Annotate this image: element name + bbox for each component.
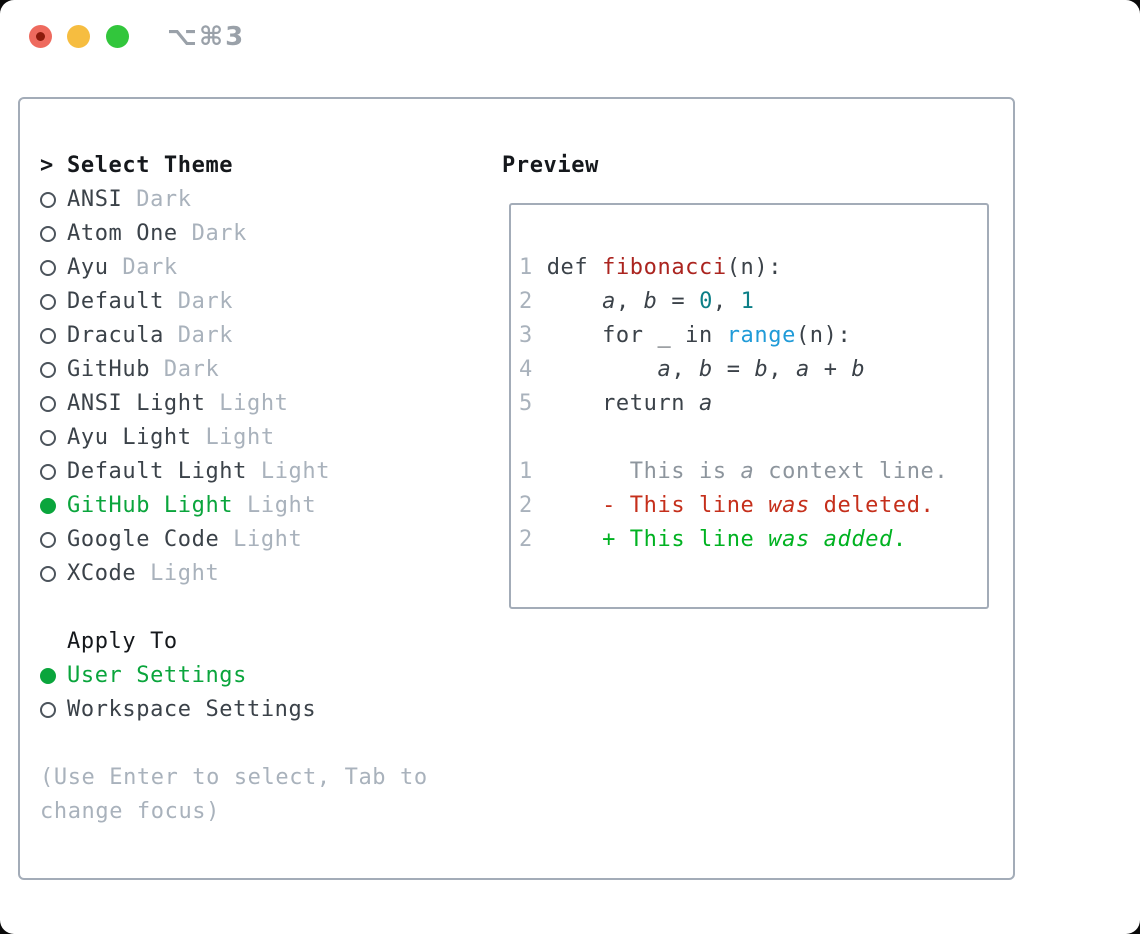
apply-to-title: Apply To: [67, 629, 178, 654]
theme-option-github[interactable]: GitHub Dark: [40, 353, 428, 387]
radio-unselected-icon: [40, 532, 67, 548]
theme-option-default[interactable]: Default Dark: [40, 285, 428, 319]
theme-name: Dracula: [67, 323, 164, 348]
radio-unselected-icon: [40, 328, 67, 344]
theme-variant-label: Light: [247, 459, 331, 484]
theme-variant-label: Light: [205, 391, 289, 416]
hint-line: (Use Enter to select, Tab to: [40, 765, 428, 790]
radio-unselected-icon: [40, 396, 67, 412]
radio-unselected-icon: [40, 464, 67, 480]
theme-name: Ayu: [67, 255, 109, 280]
theme-variant-label: Light: [233, 493, 317, 518]
theme-name: GitHub Light: [67, 493, 234, 518]
radio-unselected-icon: [40, 226, 67, 242]
spacer: [40, 591, 428, 625]
close-button[interactable]: [29, 25, 52, 48]
minimize-button[interactable]: [67, 25, 90, 48]
code-line: 3 for _ in range(n):: [519, 323, 852, 348]
line-number: 2: [519, 289, 547, 314]
preview-title: Preview: [502, 153, 599, 178]
line-number: 1: [519, 459, 547, 484]
theme-variant-label: Dark: [108, 255, 178, 280]
theme-option-ansi-light[interactable]: ANSI Light Light: [40, 387, 428, 421]
apply-option-workspace-settings[interactable]: Workspace Settings: [40, 693, 428, 727]
keyboard-shortcut-label: ⌥⌘3: [167, 22, 246, 52]
diff-context-line: 1 This is a context line.: [519, 459, 949, 484]
theme-name: GitHub: [67, 357, 151, 382]
diff-added-line: 2 + This line was added.: [519, 527, 907, 552]
apply-to-header: Apply To: [40, 625, 428, 659]
line-number: 4: [519, 357, 547, 382]
radio-unselected-icon: [40, 260, 67, 276]
theme-option-dracula[interactable]: Dracula Dark: [40, 319, 428, 353]
theme-name: ANSI Light: [67, 391, 206, 416]
radio-selected-icon: [40, 498, 67, 514]
theme-option-github-light[interactable]: GitHub Light Light: [40, 489, 428, 523]
close-dot-icon: [36, 32, 45, 41]
theme-variant-label: Light: [219, 527, 303, 552]
code-line: 5 return a: [519, 391, 713, 416]
hint-text: (Use Enter to select, Tab to change focus…: [40, 761, 428, 829]
blank-line: [519, 421, 987, 455]
theme-name: Atom One: [67, 221, 178, 246]
theme-option-xcode[interactable]: XCode Light: [40, 557, 428, 591]
apply-option-label: User Settings: [67, 663, 247, 688]
zoom-button[interactable]: [106, 25, 129, 48]
apply-option-user-settings[interactable]: User Settings: [40, 659, 428, 693]
code-line: 4 a, b = b, a + b: [519, 357, 866, 382]
line-number: 5: [519, 391, 547, 416]
theme-variant-label: Dark: [150, 357, 220, 382]
radio-unselected-icon: [40, 294, 67, 310]
line-number: 3: [519, 323, 547, 348]
theme-variant-label: Dark: [163, 323, 234, 348]
line-number: 1: [519, 255, 547, 280]
apply-option-label: Workspace Settings: [67, 697, 317, 722]
theme-variant-label: Dark: [177, 221, 247, 246]
radio-unselected-icon: [40, 192, 67, 208]
radio-unselected-icon: [40, 702, 67, 718]
preview-box: 1 def fibonacci(n): 2 a, b = 0, 1 3 for _ …: [509, 203, 989, 609]
theme-variant-label: Light: [136, 561, 220, 586]
theme-option-google-code[interactable]: Google Code Light: [40, 523, 428, 557]
prompt-caret-icon: >: [40, 153, 54, 178]
radio-selected-icon: [40, 668, 67, 684]
theme-variant-label: Dark: [163, 289, 234, 314]
theme-name: Google Code: [67, 527, 220, 552]
diff-deleted-line: 2 - This line was deleted.: [519, 493, 935, 518]
radio-unselected-icon: [40, 566, 67, 582]
hint-line: change focus): [40, 799, 220, 824]
theme-option-ayu-light[interactable]: Ayu Light Light: [40, 421, 428, 455]
code-line: 2 a, b = 0, 1: [519, 289, 755, 314]
theme-name: Default: [67, 289, 164, 314]
select-theme-title: Select Theme: [67, 153, 234, 178]
theme-variant-label: Dark: [122, 187, 192, 212]
radio-unselected-icon: [40, 362, 67, 378]
preview-header: Preview: [502, 149, 599, 183]
line-number: 2: [519, 493, 547, 518]
theme-option-default-light[interactable]: Default Light Light: [40, 455, 428, 489]
select-theme-header: > Select Theme: [40, 149, 428, 183]
theme-option-ansi[interactable]: ANSI Dark: [40, 183, 428, 217]
spacer: [40, 727, 428, 761]
titlebar: ⌥⌘3: [0, 0, 1140, 74]
code-line: 1 def fibonacci(n):: [519, 255, 783, 280]
theme-option-atom-one[interactable]: Atom One Dark: [40, 217, 428, 251]
theme-name: XCode: [67, 561, 137, 586]
radio-unselected-icon: [40, 430, 67, 446]
theme-variant-label: Light: [191, 425, 275, 450]
theme-name: ANSI: [67, 187, 123, 212]
theme-name: Ayu Light: [67, 425, 192, 450]
theme-option-ayu[interactable]: Ayu Dark: [40, 251, 428, 285]
line-number: 2: [519, 527, 547, 552]
theme-name: Default Light: [67, 459, 247, 484]
